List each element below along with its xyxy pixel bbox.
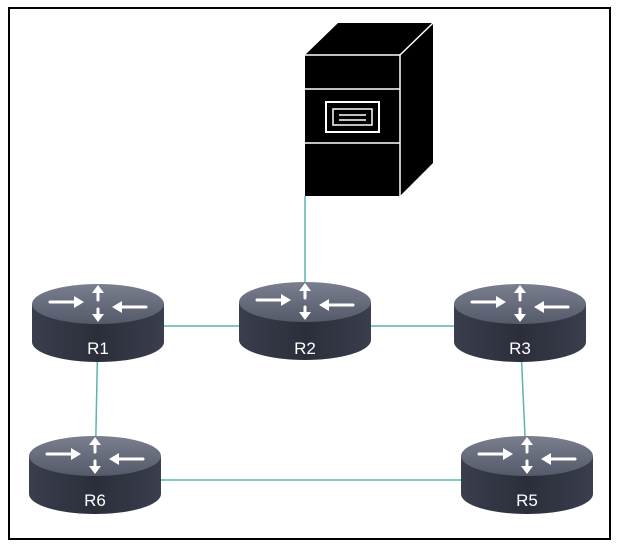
router-label: R6 — [84, 491, 106, 510]
router-label: R1 — [87, 339, 109, 358]
router-r3: R3 — [452, 282, 588, 364]
router-r6: R6 — [27, 434, 163, 516]
router-label: R5 — [516, 491, 538, 510]
router-r5: R5 — [459, 434, 595, 516]
router-label: R3 — [509, 339, 531, 358]
router-r1: R1 — [30, 282, 166, 364]
router-label: R2 — [294, 339, 316, 358]
router-r2: R2 — [237, 280, 373, 362]
server-tower-icon — [305, 22, 434, 196]
